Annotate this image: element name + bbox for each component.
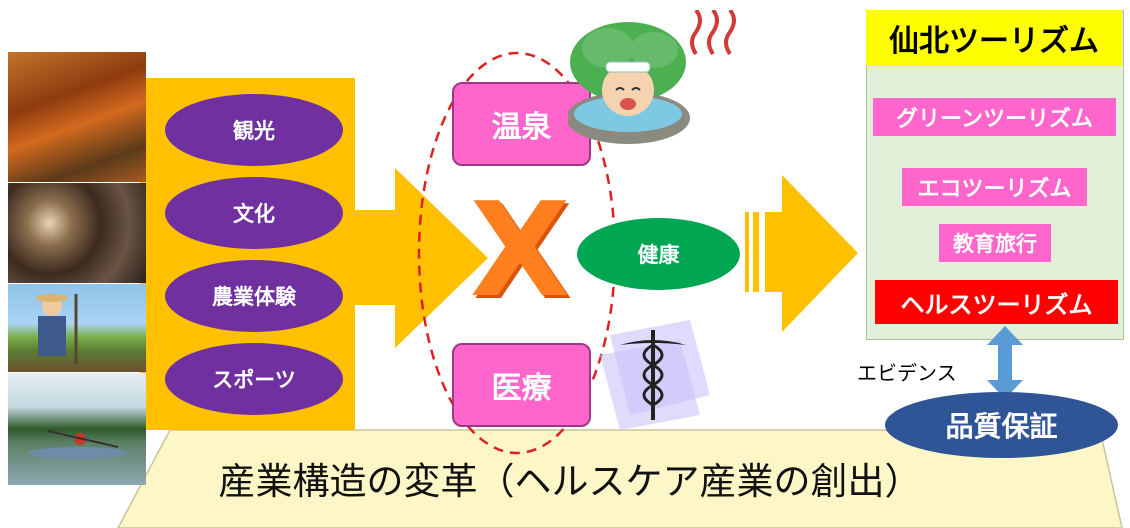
onsen-bather-icon: [568, 10, 736, 144]
health-tourism-item: ヘルスツーリズム: [875, 280, 1118, 324]
farmer-photo: [8, 284, 146, 372]
farmer-icon: [36, 294, 78, 364]
tourism-title: 仙北ツーリズム: [866, 10, 1122, 66]
green-tourism-item: グリーンツーリズム: [873, 98, 1116, 136]
activity-sports: スポーツ: [165, 343, 343, 415]
health-oval: 健康: [577, 218, 740, 290]
banner-text: 産業構造の変革（ヘルスケア産業の創出）: [218, 460, 922, 503]
activity-farm-experience: 農業体験: [165, 260, 343, 332]
cross-mark: X: [469, 174, 571, 326]
autumn-forest-photo: [8, 52, 146, 182]
education-travel-item: 教育旅行: [939, 224, 1051, 262]
activity-culture: 文化: [165, 177, 343, 249]
iryo-box: 医療: [452, 343, 591, 427]
caduceus-icon: [600, 320, 710, 430]
activity-sightseeing: 観光: [165, 94, 343, 166]
kayak-icon: [28, 430, 128, 459]
eco-tourism-item: エコツーリズム: [902, 168, 1087, 206]
quality-assurance-oval: 品質保証: [885, 392, 1118, 458]
evidence-label: エビデンス: [857, 360, 957, 385]
performance-photo: [8, 183, 146, 283]
kayak-photo: [8, 373, 146, 485]
